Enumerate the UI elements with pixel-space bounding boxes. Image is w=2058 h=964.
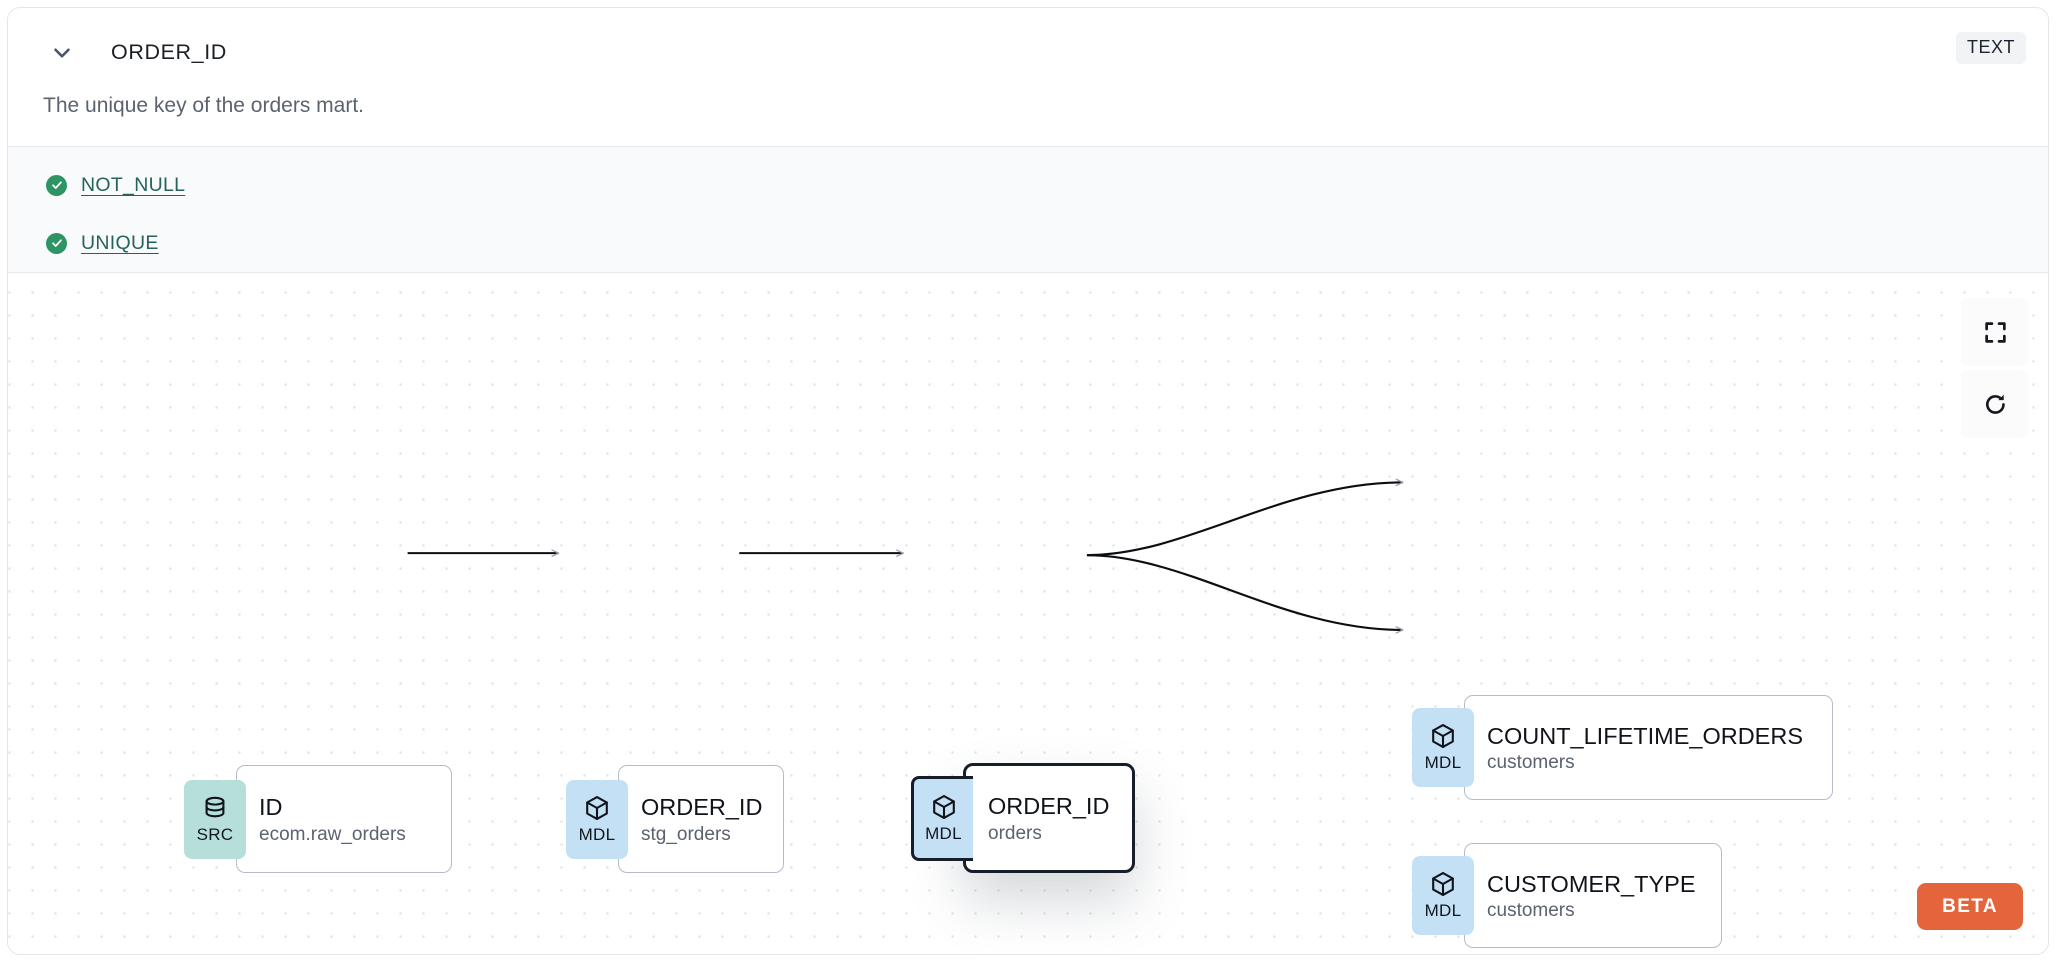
node-card: ORDER_ID stg_orders [618, 765, 784, 873]
column-detail-panel: ORDER_ID TEXT The unique key of the orde… [7, 7, 2049, 955]
node-parent-name: orders [988, 822, 1042, 844]
badge-label: MDL [1424, 753, 1462, 772]
fit-view-button[interactable] [1961, 298, 2029, 366]
edge-orders-customer-type [1086, 554, 1404, 634]
node-column-name: CUSTOMER_TYPE [1487, 870, 1696, 897]
cube-icon [930, 793, 958, 821]
column-description: The unique key of the orders mart. [43, 94, 364, 117]
model-badge: MDL [1412, 708, 1474, 787]
cube-icon [1429, 722, 1457, 750]
node-card: ORDER_ID orders [963, 763, 1135, 873]
data-type-badge: TEXT [1955, 32, 2026, 64]
badge-label: SRC [196, 824, 234, 844]
canvas-controls [1961, 298, 2029, 438]
model-badge: MDL [566, 779, 628, 859]
check-circle-icon [46, 232, 67, 254]
node-parent-name: customers [1487, 752, 1575, 774]
test-link[interactable]: UNIQUE [81, 231, 159, 254]
database-icon [201, 794, 229, 822]
check-circle-icon [46, 174, 67, 196]
test-row[interactable]: NOT_NULL [46, 172, 185, 198]
test-link[interactable]: NOT_NULL [81, 173, 186, 196]
reset-button[interactable] [1961, 370, 2029, 438]
lineage-node-count-lifetime-orders[interactable]: MDL COUNT_LIFETIME_ORDERS customers [1412, 695, 1833, 800]
model-badge: MDL [1412, 856, 1474, 935]
lineage-node-id[interactable]: SRC ID ecom.raw_orders [184, 765, 452, 873]
lineage-node-stg-orders[interactable]: MDL ORDER_ID stg_orders [566, 765, 784, 873]
beta-badge[interactable]: BETA [1917, 883, 2023, 930]
tests-section: NOT_NULL UNIQUE [8, 146, 2048, 273]
node-card: CUSTOMER_TYPE customers [1464, 843, 1722, 948]
cube-icon [583, 794, 611, 822]
node-parent-name: customers [1487, 900, 1575, 922]
source-badge: SRC [184, 779, 246, 859]
node-parent-name: stg_orders [641, 823, 731, 845]
node-column-name: ID [259, 794, 283, 821]
node-column-name: ORDER_ID [641, 794, 763, 821]
page-title: ORDER_ID [111, 40, 227, 64]
badge-label: MDL [1424, 901, 1462, 920]
node-card: COUNT_LIFETIME_ORDERS customers [1464, 695, 1833, 800]
cube-icon [1429, 870, 1457, 898]
lineage-node-orders-selected[interactable]: MDL ORDER_ID orders [911, 763, 1135, 873]
node-card: ID ecom.raw_orders [236, 765, 452, 873]
refresh-icon [1982, 391, 2009, 418]
test-row[interactable]: UNIQUE [46, 230, 159, 256]
fit-screen-icon [1983, 320, 2008, 345]
node-column-name: COUNT_LIFETIME_ORDERS [1487, 722, 1803, 749]
node-parent-name: ecom.raw_orders [259, 823, 406, 845]
badge-label: MDL [578, 824, 616, 844]
node-column-name: ORDER_ID [988, 793, 1110, 820]
model-badge: MDL [911, 775, 973, 861]
chevron-down-icon[interactable] [46, 37, 78, 69]
edge-orders-count [1086, 478, 1404, 557]
lineage-node-customer-type[interactable]: MDL CUSTOMER_TYPE customers [1412, 843, 1722, 948]
panel-header: ORDER_ID TEXT [8, 8, 2048, 91]
lineage-graph-canvas[interactable]: SRC ID ecom.raw_orders MDL ORDE [8, 273, 2048, 954]
badge-label: MDL [925, 823, 962, 843]
